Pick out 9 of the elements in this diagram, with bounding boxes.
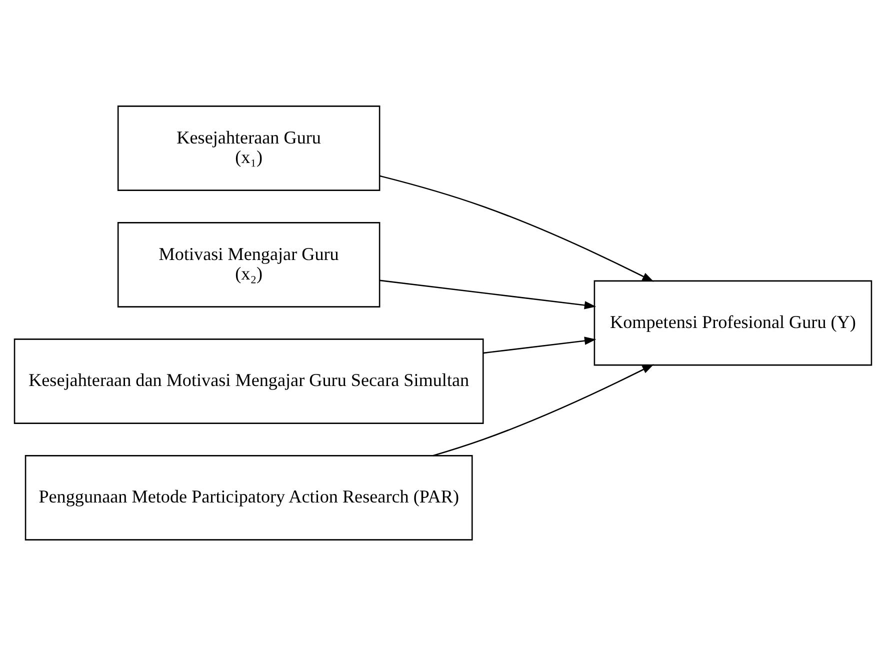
node-box: Kesejahteraan dan Motivasi Mengajar Guru Secara Simultan	[13, 338, 484, 424]
arrow	[378, 175, 654, 282]
node-box: Motivasi Mengajar Guru (x₂)	[116, 222, 380, 308]
arrow	[482, 336, 596, 354]
node-box: Kompetensi Profesional Guru (Y)	[593, 280, 872, 366]
arrow	[379, 280, 596, 310]
arrow	[432, 364, 654, 456]
node-box: Penggunaan Metode Participatory Action Research (PAR)	[24, 455, 472, 540]
node-box: Kesejahteraan Guru (x₁)	[116, 106, 380, 191]
